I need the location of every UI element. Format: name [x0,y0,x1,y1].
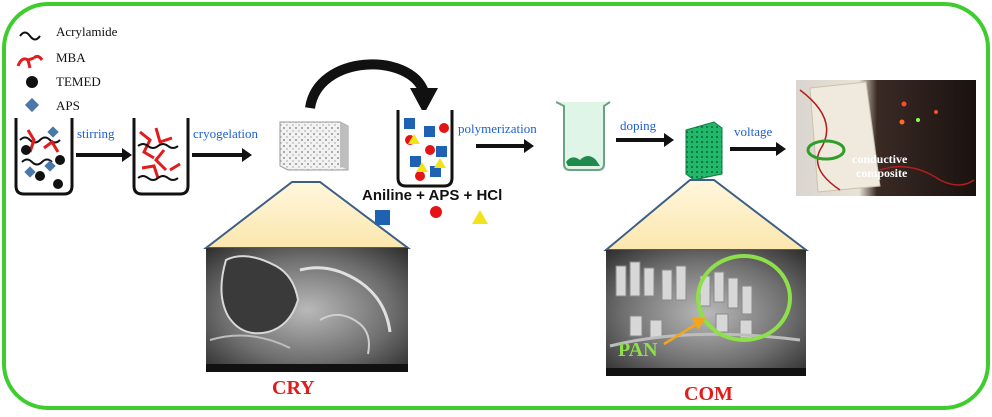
legend-aps: APS [56,98,80,113]
pointer-arrow [663,320,701,346]
cryogel-block [279,121,349,171]
black-wavy-line-icon [19,31,41,41]
composite-block [685,121,723,181]
step-polymerization: polymerization [458,121,537,136]
beaker-4 [555,101,611,171]
step-doping: doping [620,118,657,133]
aniline-square-icon [375,210,390,225]
legend-acrylamide: Acrylamide [56,24,118,39]
sem-image-cry [206,248,408,372]
arrow-cryogelation [192,148,252,162]
step-voltage: voltage [734,124,772,139]
photo-label-line1: conductive [852,152,908,166]
arrow-voltage [730,142,786,156]
step-stirring: stirring [77,126,115,141]
sem-image-com: PAN [606,250,806,376]
hcl-triangle-icon [472,210,488,224]
curved-arrow [305,59,438,114]
arrow-stirring [76,148,132,162]
label-pan: PAN [618,339,658,361]
label-cry: CRY [272,377,315,399]
red-branched-line-icon [16,54,44,69]
highlight-circle [696,254,792,342]
photo-label-line2: composite [856,166,908,180]
arrow-doping [616,133,674,147]
beaker-2 [132,118,190,196]
label-com: COM [684,383,733,405]
step-cryogelation: cryogelation [193,126,258,141]
beaker-1 [14,118,74,196]
legend-mba: MBA [56,50,86,65]
outer-border [2,2,990,410]
black-dot-icon [26,76,38,88]
aps-dot-icon [430,206,442,218]
legend-temed: TEMED [56,74,101,89]
reagents-label: Aniline + APS + HCl [362,187,502,204]
conductive-composite-photo: conductive composite [796,80,976,196]
beaker-3 [396,110,454,188]
arrow-polymerization [476,139,534,153]
